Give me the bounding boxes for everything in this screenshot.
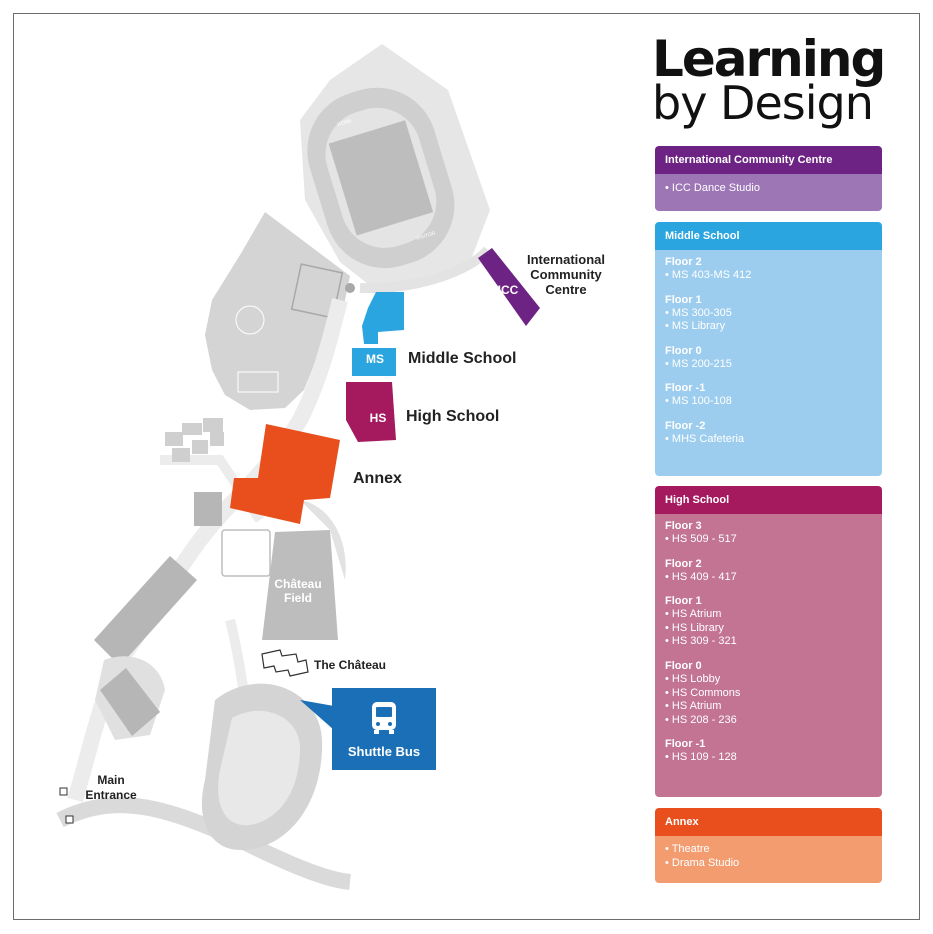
running-track: HOME VISITOR: [307, 87, 455, 269]
panel-annex: Annex • Theatre• Drama Studio: [655, 808, 882, 883]
room-item: • MS 403-MS 412: [665, 269, 752, 281]
floor-group: Floor 0• MS 200-215: [665, 345, 872, 372]
floor-group: • Theatre• Drama Studio: [665, 843, 872, 870]
floor-group: Floor 1• HS Atrium• HS Library• HS 309 -…: [665, 595, 872, 649]
tennis-bubble: [221, 529, 271, 577]
room-item: • MS Library: [665, 320, 726, 333]
ms-short-label: MS: [366, 352, 384, 366]
chateau-field-label: Château Field: [274, 577, 322, 605]
panel-icc-header: International Community Centre: [655, 146, 882, 174]
floor-group: Floor 2• MS 403-MS 412: [665, 256, 872, 283]
bus-icon: [372, 702, 396, 734]
map-frame: [13, 13, 920, 920]
room-item: • HS Lobby: [665, 672, 721, 685]
shuttle-bus-marker[interactable]: Shuttle Bus: [332, 688, 436, 770]
hs-building: [346, 382, 396, 442]
room-item: • Theatre: [665, 843, 710, 855]
floor-group: Floor 2• HS 409 - 417: [665, 558, 872, 585]
floor-group: • ICC Dance Studio: [665, 182, 872, 196]
annex-label: Annex: [353, 470, 402, 487]
ms-building-lower: [352, 348, 396, 376]
home-stand-label: HOME: [337, 118, 354, 128]
floor-label: Floor -1: [665, 738, 706, 751]
room-item: • MS 100-108: [665, 395, 732, 408]
room-item: • MS 200-215: [665, 357, 732, 370]
floor-group: Floor -2• MHS Cafeteria: [665, 420, 872, 447]
room-item: • HS 509 - 517: [665, 533, 737, 545]
floor-label: Floor -1: [665, 382, 706, 395]
room-item: • HS Commons: [665, 686, 741, 699]
icc-short-label: ICC: [497, 283, 519, 297]
chateau-field: [262, 530, 338, 640]
floor-group: Floor -1• MS 100-108: [665, 382, 872, 409]
room-item: • HS Atrium: [665, 608, 722, 621]
floor-group: Floor 3• HS 509 - 517: [665, 520, 872, 547]
visitor-stand-label: VISITOR: [415, 230, 436, 242]
soccer-field: [205, 212, 350, 410]
hs-short-label: HS: [369, 411, 387, 425]
icc-label: International Community Centre: [526, 252, 605, 297]
entrance-marker: [59, 787, 68, 796]
floor-label: Floor 0: [665, 344, 702, 357]
shuttle-pointer: [300, 700, 334, 730]
floor-label: Floor 3: [665, 520, 702, 532]
high-school-label: High School: [406, 408, 500, 425]
floor-group: Floor 1• MS 300-305• MS Library: [665, 294, 872, 334]
page-title: Learning by Design: [652, 34, 892, 126]
shuttle-bus-label: Shuttle Bus: [347, 744, 421, 759]
floor-group: Floor 0• HS Lobby• HS Commons• HS Atrium…: [665, 660, 872, 727]
floor-label: Floor 2: [665, 256, 702, 268]
room-item: • HS 109 - 128: [665, 751, 737, 764]
panel-icc: International Community Centre • ICC Dan…: [655, 146, 882, 211]
room-item: • HS 208 - 236: [665, 713, 737, 726]
middle-school-label: Middle School: [408, 350, 517, 367]
entrance-marker: [65, 815, 74, 824]
room-item: • HS 309 - 321: [665, 635, 737, 648]
annex-building: [230, 424, 340, 524]
room-item: • HS Atrium: [665, 700, 722, 713]
floor-group: Floor -1• HS 109 - 128: [665, 738, 872, 765]
floor-label: Floor 1: [665, 293, 702, 306]
tennis-bubble-label: Tennis Bubble: [224, 541, 266, 569]
building-small: [194, 492, 222, 526]
panel-ms-header: Middle School: [655, 222, 882, 250]
the-chateau-label: The Château: [314, 658, 387, 672]
title-line-1: Learning: [652, 30, 886, 88]
room-item: • HS 409 - 417: [665, 570, 737, 583]
room-item: • MHS Cafeteria: [665, 432, 745, 445]
room-item: • MS 300-305: [665, 306, 732, 319]
panel-hs-header: High School: [655, 486, 882, 514]
title-line-2: by Design: [652, 76, 874, 130]
main-entrance-label: Main Entrance: [85, 773, 137, 802]
ms-building: [362, 292, 404, 344]
floor-label: Floor 1: [665, 595, 702, 608]
room-item: • ICC Dance Studio: [665, 182, 760, 194]
the-chateau-building: [261, 649, 309, 677]
building-long: [94, 556, 197, 666]
panel-icc-body: • ICC Dance Studio: [655, 174, 882, 211]
floor-label: Floor 0: [665, 659, 702, 672]
floor-label: Floor -2: [665, 419, 706, 432]
panel-annex-header: Annex: [655, 808, 882, 836]
floor-label: Floor 2: [665, 557, 702, 570]
panel-annex-body: • Theatre• Drama Studio: [655, 836, 882, 883]
room-item: • Drama Studio: [665, 856, 740, 869]
room-item: • HS Library: [665, 621, 724, 634]
icc-building: [478, 248, 540, 326]
